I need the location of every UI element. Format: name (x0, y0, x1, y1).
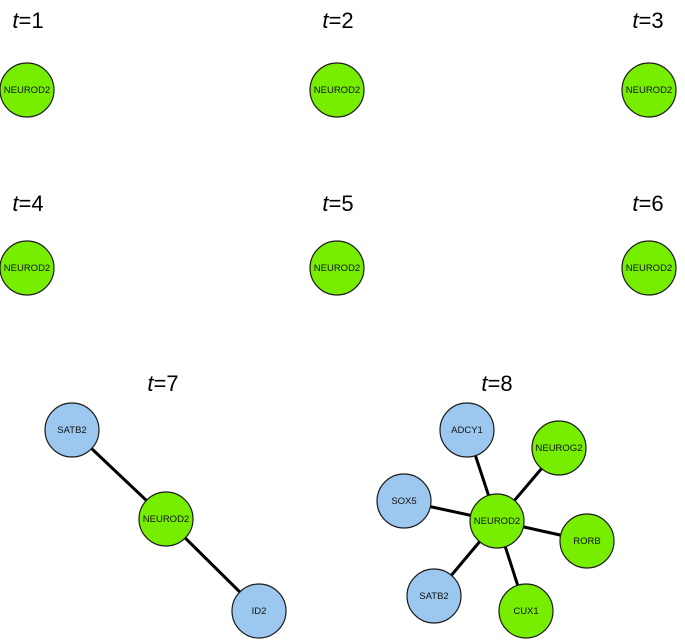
panel-title: t=8 (481, 371, 512, 396)
panel-title: t=4 (12, 191, 43, 216)
node-circle (376, 473, 432, 529)
node-satb2: SATB2 (44, 402, 100, 458)
node-neurod2: NEUROD2 (0, 240, 55, 296)
node-label: NEUROG2 (536, 443, 583, 454)
node-label: SATB2 (419, 591, 448, 602)
panel-title-value: =4 (19, 191, 44, 216)
node-label: NEUROD2 (474, 516, 520, 527)
panel-title-variable: t (322, 8, 329, 33)
panel-title-variable: t (12, 191, 19, 216)
node-sox5: SOX5 (376, 473, 432, 529)
panel-title: t=3 (632, 8, 663, 33)
node-rorb: RORB (559, 513, 615, 569)
panel-title: t=5 (322, 191, 353, 216)
node-adcy1: ADCY1 (439, 402, 495, 458)
panel-title: t=7 (147, 371, 178, 396)
node-neurod2: NEUROD2 (0, 62, 55, 118)
panel-title-value: =6 (639, 191, 664, 216)
node-circle (309, 240, 365, 296)
panel-title-variable: t (147, 371, 154, 396)
node-neurog2: NEUROG2 (531, 420, 587, 476)
node-label: NEUROD2 (314, 85, 360, 96)
node-circle (559, 513, 615, 569)
node-circle (44, 402, 100, 458)
node-circle (621, 62, 677, 118)
node-label: SATB2 (57, 425, 86, 436)
node-circle (138, 491, 194, 547)
node-circle (498, 583, 554, 639)
node-satb2: SATB2 (406, 568, 462, 624)
panel-title-value: =2 (329, 8, 354, 33)
panel-title-variable: t (322, 191, 329, 216)
panel-title: t=1 (12, 8, 43, 33)
node-id2: ID2 (231, 583, 287, 639)
node-label: NEUROD2 (4, 85, 50, 96)
node-circle (531, 420, 587, 476)
node-circle (0, 62, 55, 118)
panel-title-variable: t (632, 191, 639, 216)
node-label: SOX5 (391, 496, 416, 507)
node-neurod2: NEUROD2 (309, 240, 365, 296)
panel-title-value: =8 (488, 371, 513, 396)
node-label: RORB (573, 536, 600, 547)
node-circle (469, 493, 525, 549)
node-cux1: CUX1 (498, 583, 554, 639)
node-circle (0, 240, 55, 296)
node-neurod2: NEUROD2 (138, 491, 194, 547)
node-neurod2: NEUROD2 (621, 240, 677, 296)
panel-title-variable: t (12, 8, 19, 33)
node-label: ADCY1 (451, 425, 483, 436)
node-label: CUX1 (513, 606, 538, 617)
node-circle (621, 240, 677, 296)
node-neurod2: NEUROD2 (621, 62, 677, 118)
panel-title-variable: t (481, 371, 488, 396)
node-label: NEUROD2 (314, 263, 360, 274)
panel-title-value: =3 (639, 8, 664, 33)
node-label: NEUROD2 (626, 85, 672, 96)
node-label: NEUROD2 (626, 263, 672, 274)
node-circle (309, 62, 365, 118)
node-label: ID2 (252, 606, 267, 617)
panel-title: t=6 (632, 191, 663, 216)
node-circle (231, 583, 287, 639)
node-label: NEUROD2 (143, 514, 189, 525)
node-neurod2: NEUROD2 (469, 493, 525, 549)
node-circle (439, 402, 495, 458)
panel-title-value: =1 (19, 8, 44, 33)
panel-title-value: =7 (154, 371, 179, 396)
panel-title: t=2 (322, 8, 353, 33)
panel-title-variable: t (632, 8, 639, 33)
node-circle (406, 568, 462, 624)
node-neurod2: NEUROD2 (309, 62, 365, 118)
node-label: NEUROD2 (4, 263, 50, 274)
panel-title-value: =5 (329, 191, 354, 216)
